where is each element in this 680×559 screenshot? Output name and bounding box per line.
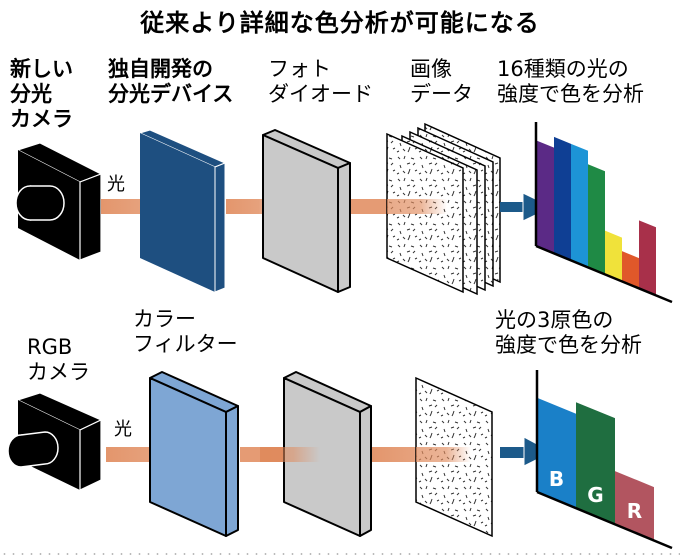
rgb-x-axis [536, 490, 673, 550]
bar-g [576, 402, 615, 524]
bar-0 [537, 140, 554, 253]
bar-3 [588, 164, 605, 274]
rgb-bar-chart: BGR [537, 397, 654, 540]
bar-4 [605, 230, 622, 281]
rgb-analysis-label: 光の3原色の 強度で色を分析 [495, 308, 642, 357]
bar-6 [639, 220, 656, 295]
light-label-bottom: 光 [114, 419, 132, 440]
spectrum-analysis-label: 16種類の光の 強度で色を分析 [497, 57, 644, 106]
spectral-device-panel [138, 129, 227, 293]
photodiode-panel [262, 129, 351, 293]
bar-b [537, 397, 576, 508]
spectral-camera-icon [15, 142, 103, 261]
bar-r [615, 471, 654, 540]
new-spectral-camera-label: 新しい 分光 カメラ [10, 57, 73, 131]
rgb-camera-label: RGB カメラ [27, 335, 90, 384]
bar-label-g: G [587, 483, 603, 507]
diagram-title: 従来より詳細な色分析が可能になる [140, 9, 540, 37]
bar-label-b: B [549, 467, 564, 491]
bar-1 [554, 136, 571, 260]
spectral-device-label: 独自開発の 分光デバイス [108, 57, 234, 106]
bar-2 [571, 143, 588, 267]
spectrum-bar-chart [537, 136, 656, 295]
image-data-label: 画像 データ [410, 57, 473, 106]
light-label-top: 光 [107, 174, 125, 195]
color-filter-panel [149, 371, 239, 537]
bar-label-r: R [627, 499, 642, 523]
color-filter-label: カラー フィルター [133, 307, 238, 356]
photodiode-panel-bottom [283, 371, 372, 537]
rgb-camera-icon [7, 392, 103, 491]
dotted-divider [0, 553, 680, 555]
bar-5 [622, 251, 639, 288]
spectrum-x-axis [535, 244, 673, 304]
photodiode-label: フォト ダイオード [268, 57, 373, 106]
